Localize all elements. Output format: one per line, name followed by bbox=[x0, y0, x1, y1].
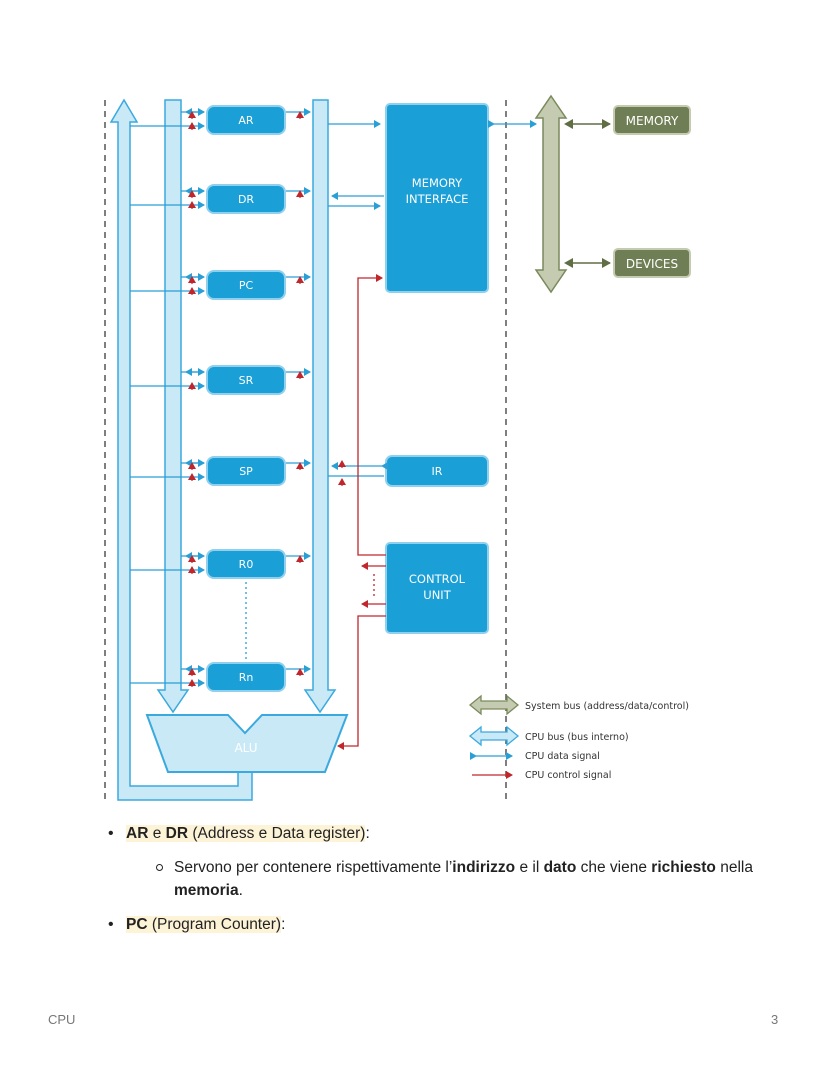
register-ar-label: AR bbox=[238, 114, 254, 127]
sub-item-ar-dr: Servono per contenere rispettivamente l’… bbox=[156, 856, 788, 902]
control-unit-label-2: UNIT bbox=[423, 588, 451, 602]
register-ar-box bbox=[206, 105, 286, 135]
sub-text-4: nella bbox=[715, 859, 753, 876]
highlighted-term: PC (Program Counter) bbox=[126, 916, 282, 933]
register-sr-box bbox=[206, 365, 286, 395]
legend-cpu-bus-label: CPU bus (bus interno) bbox=[525, 732, 629, 743]
legend-cpu-bus-icon bbox=[468, 725, 520, 747]
control-unit-box bbox=[385, 542, 489, 634]
register-rn-label: Rn bbox=[239, 671, 254, 684]
term-ar: AR bbox=[126, 825, 149, 842]
page-number: 3 bbox=[771, 1012, 779, 1027]
legend-control-signal-label: CPU control signal bbox=[525, 770, 611, 781]
sub-text-5: . bbox=[238, 882, 243, 899]
legend-system-bus-label: System bus (address/data/control) bbox=[525, 701, 689, 712]
memory-interface-box bbox=[385, 103, 489, 293]
memory-interface-label-1: MEMORY bbox=[412, 176, 463, 190]
alu-shape bbox=[145, 714, 349, 773]
legend-system-bus-icon bbox=[468, 694, 520, 716]
devices-label: DEVICES bbox=[626, 257, 678, 271]
sub-bold-indirizzo: indirizzo bbox=[452, 859, 516, 876]
sub-bold-richiesto: richiesto bbox=[651, 859, 716, 876]
ir-box bbox=[385, 455, 489, 487]
sub-bold-memoria: memoria bbox=[174, 882, 239, 899]
list-item-ar-dr: • AR e DR (Address e Data register): Ser… bbox=[108, 822, 788, 902]
bullet-icon: • bbox=[108, 825, 114, 842]
term-description: (Program Counter) bbox=[147, 916, 282, 933]
term-connector: e bbox=[148, 825, 166, 842]
register-rn-box bbox=[206, 662, 286, 692]
memory-label: MEMORY bbox=[626, 114, 679, 128]
sub-text-3: che viene bbox=[576, 859, 652, 876]
ir-label: IR bbox=[432, 465, 443, 478]
cpu-bus-b bbox=[303, 99, 337, 714]
memory-box bbox=[613, 105, 691, 135]
notes-list: • AR e DR (Address e Data register): Ser… bbox=[108, 822, 788, 936]
register-sp-box bbox=[206, 456, 286, 486]
sub-text-1: Servono per contenere rispettivamente l’ bbox=[174, 859, 453, 876]
legend-data-signal-label: CPU data signal bbox=[525, 751, 600, 762]
register-dr-label: DR bbox=[238, 193, 254, 206]
register-r0-label: R0 bbox=[239, 558, 254, 571]
control-to-memory-interface bbox=[357, 274, 386, 556]
register-pc-box bbox=[206, 270, 286, 300]
list-item-pc: • PC (Program Counter): bbox=[108, 913, 788, 936]
system-bus bbox=[534, 94, 568, 294]
term-dr: DR bbox=[165, 825, 189, 842]
colon: : bbox=[365, 825, 370, 842]
colon: : bbox=[281, 916, 286, 933]
devices-box bbox=[613, 248, 691, 278]
highlighted-term: AR e DR (Address e Data register) bbox=[126, 825, 366, 842]
register-sp-label: SP bbox=[239, 465, 253, 478]
register-pc-label: PC bbox=[239, 279, 254, 292]
term-pc: PC bbox=[126, 916, 148, 933]
cpu-bus-a bbox=[156, 99, 190, 714]
circle-bullet-icon bbox=[156, 864, 163, 871]
control-to-alu bbox=[337, 615, 386, 750]
sub-bold-dato: dato bbox=[543, 859, 577, 876]
footer-title: CPU bbox=[48, 1012, 76, 1027]
register-sr-label: SR bbox=[239, 374, 254, 387]
alu-label: ALU bbox=[234, 741, 257, 755]
sub-text-2: e il bbox=[515, 859, 544, 876]
memory-interface-label-2: INTERFACE bbox=[406, 192, 469, 206]
bullet-icon: • bbox=[108, 916, 114, 933]
register-dr-box bbox=[206, 184, 286, 214]
register-r0-box bbox=[206, 549, 286, 579]
term-description: (Address e Data register) bbox=[188, 825, 366, 842]
control-unit-label-1: CONTROL bbox=[409, 572, 466, 586]
